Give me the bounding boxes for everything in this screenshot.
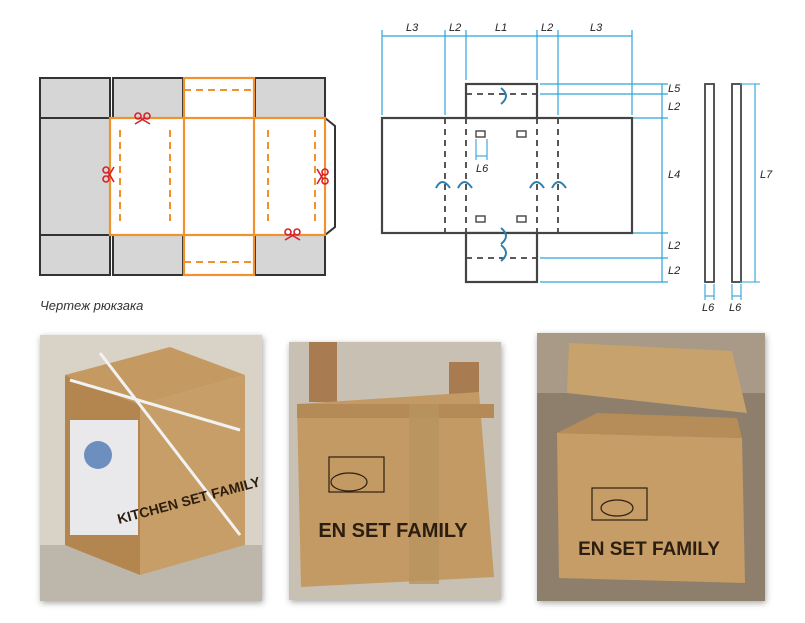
dim-label-right-4: L2 (668, 240, 680, 252)
side-panel-left (39, 117, 111, 236)
glue-tab (324, 115, 336, 238)
strap-1 (704, 83, 715, 283)
flap-top-left (39, 77, 111, 119)
dim-label-top-4: L2 (541, 22, 553, 34)
photo-backpack-open: EN SET FAMILY (537, 333, 765, 601)
dim-label-top-5: L3 (590, 22, 603, 34)
dim-label-top-1: L3 (406, 22, 419, 34)
scissors-icon (134, 112, 151, 125)
dim-label-top-2: L2 (449, 22, 461, 34)
scissors-icon (284, 228, 301, 241)
fold-arrow-icon (435, 87, 567, 262)
photo-taped-box: KITCHEN SET FAMILY (40, 335, 262, 601)
flap-top-right (254, 77, 326, 119)
dim-label-strap-width-2: L6 (729, 302, 742, 314)
flap-bottom-mid-left (112, 234, 184, 276)
dim-label-right-1: L5 (668, 83, 681, 95)
box-text-right: EN SET FAMILY (578, 539, 720, 560)
body-panel (109, 117, 326, 236)
scissors-icon (316, 168, 329, 185)
dim-label-right-5: L2 (668, 265, 680, 277)
flap-top-mid-left (112, 77, 184, 119)
box-text-center: EN SET FAMILY (318, 520, 468, 542)
drawing-caption: Чертеж рюкзака (40, 298, 144, 313)
scissors-icon (102, 166, 115, 183)
dim-label-right-3: L4 (668, 169, 680, 181)
dim-label-strap-width-1: L6 (702, 302, 715, 314)
dim-label-inner: L6 (476, 163, 489, 175)
cut-outline-center-strip (182, 76, 256, 277)
flap-bottom-right (254, 234, 326, 276)
flap-bottom-left (39, 234, 111, 276)
dimension-drawing (380, 30, 760, 300)
dim-label-strap-height: L7 (760, 169, 773, 181)
dim-label-top-3: L1 (495, 22, 507, 34)
strap-2 (731, 83, 742, 283)
dim-label-right-2: L2 (668, 101, 680, 113)
photo-backpack-back: EN SET FAMILY (289, 342, 501, 600)
